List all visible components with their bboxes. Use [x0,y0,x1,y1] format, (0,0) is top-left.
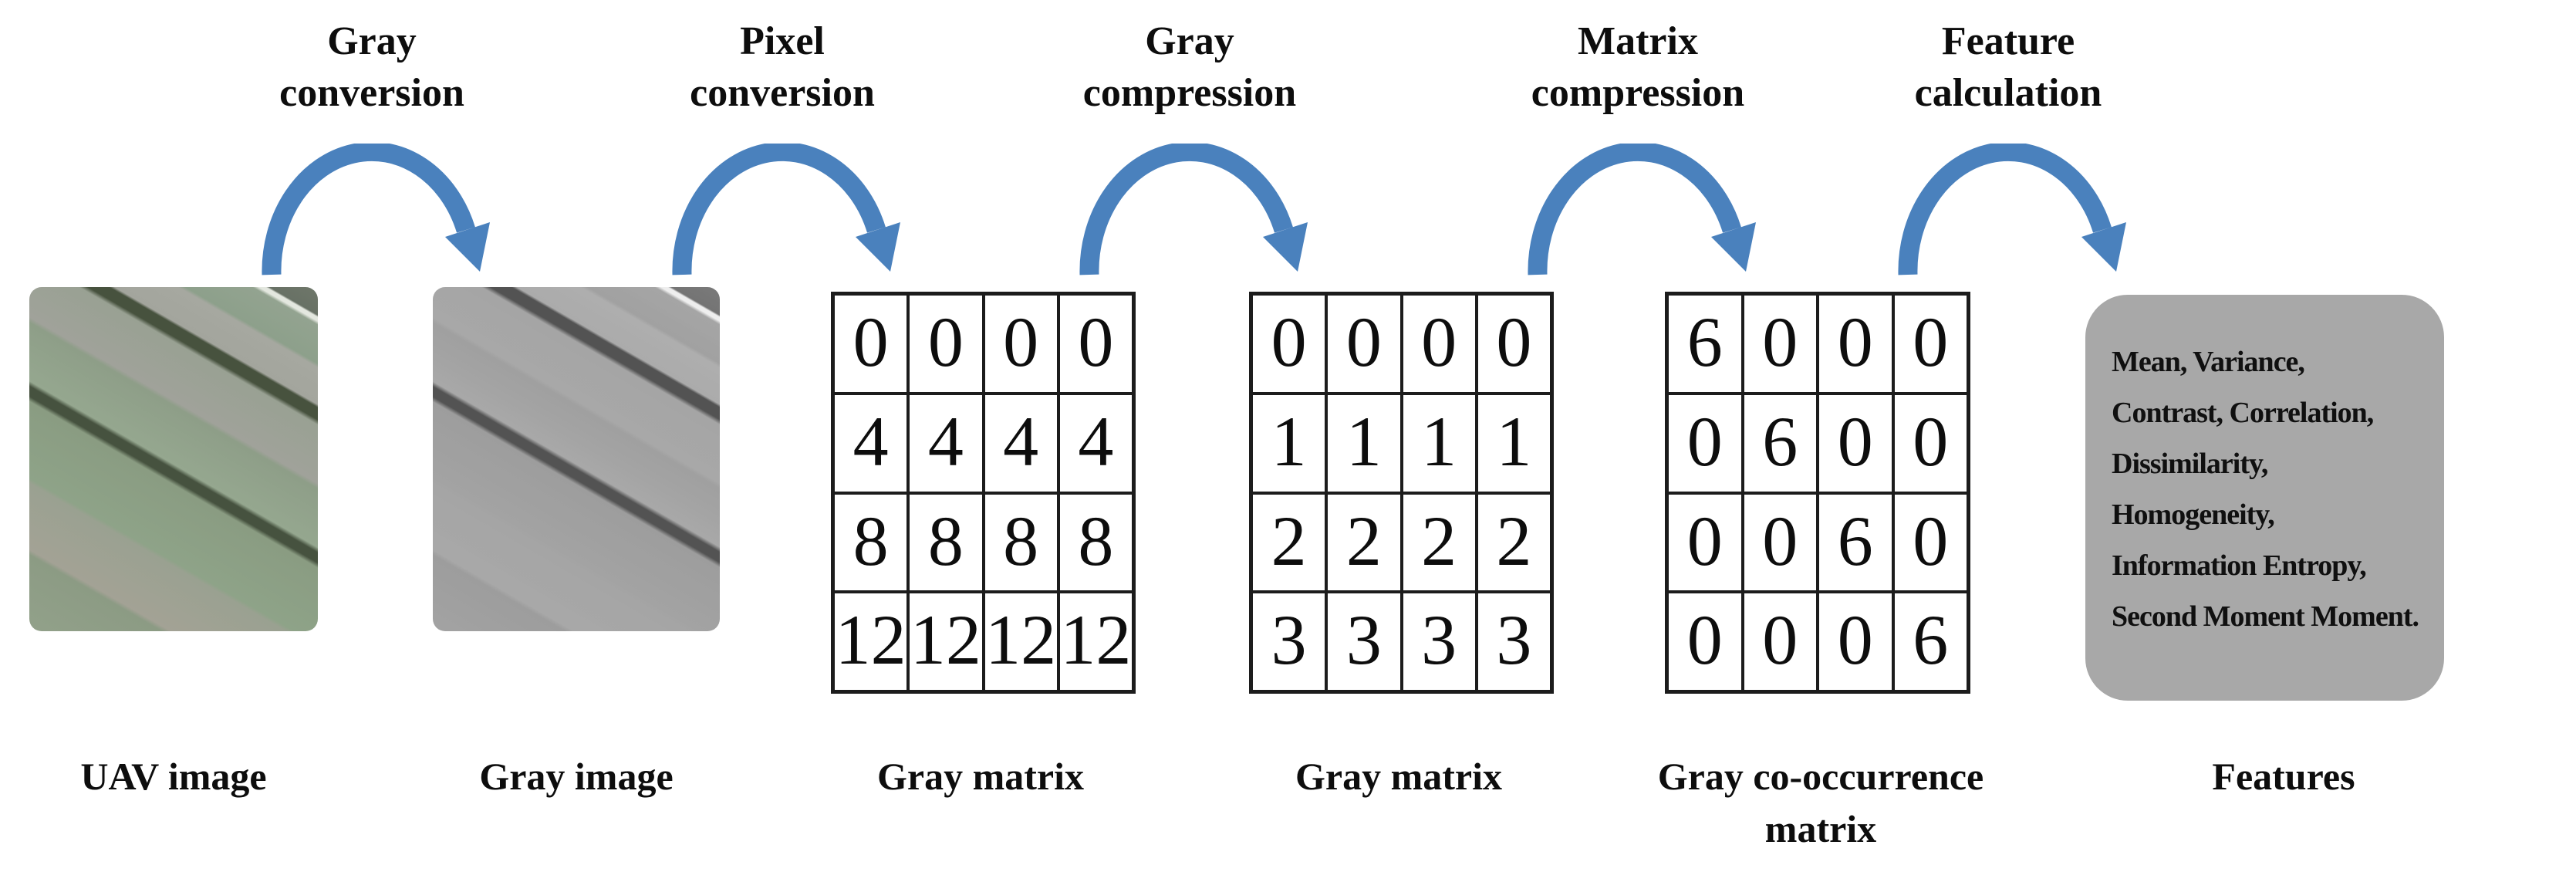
caption-uav-image: UAV image [80,755,267,798]
feature-line: Second Moment Moment. [2112,600,2419,633]
matrix-cell: 0 [1667,393,1743,493]
feature-line: Information Entropy, [2112,549,2367,582]
caption-gray-image: Gray image [479,755,674,798]
curved-arrow-icon [262,144,490,275]
matrix-cell: 6 [1742,393,1818,493]
matrix-cell: 0 [1667,492,1743,593]
matrix-cell: 8 [983,492,1058,593]
gray-matrix-1: 0 0 0 0 4 4 4 4 8 8 8 8 12 12 12 12 [831,292,1136,694]
matrix-cell: 0 [1892,492,1968,593]
matrix-cell: 0 [1818,393,1893,493]
matrix-cell: 6 [1892,592,1968,691]
gray-cooccurrence-matrix: 6 0 0 0 0 6 0 0 0 0 6 0 0 0 0 6 [1665,292,1970,694]
matrix-cell: 12 [908,592,984,691]
feature-line: Dissimilarity, Homogeneity, [2112,448,2275,531]
matrix-cell: 8 [833,492,909,593]
matrix-cell: 0 [1742,294,1818,394]
matrix-cell: 0 [983,294,1058,394]
curved-arrow-icon [1528,144,1756,275]
matrix-cell: 4 [983,393,1058,493]
matrix-cell: 1 [1251,393,1327,493]
caption-cooccurrence-matrix: Gray co-occurrence matrix [1657,755,1984,850]
arrow-label-feature-calculation: Feature calculation [1914,19,2102,115]
matrix-cell: 0 [1251,294,1327,394]
matrix-cell: 0 [1892,294,1968,394]
matrix-cell: 3 [1476,592,1551,691]
matrix-cell: 0 [1476,294,1551,394]
matrix-cell: 6 [1667,294,1743,394]
matrix-cell: 1 [1326,393,1402,493]
matrix-cell: 0 [1667,592,1743,691]
curved-arrow-icon [1079,144,1308,275]
matrix-cell: 0 [1742,592,1818,691]
gray-aerial-photo [433,287,720,631]
matrix-cell: 0 [1818,294,1893,394]
matrix-cell: 2 [1476,492,1551,593]
feature-line: Contrast, Correlation, [2112,397,2374,429]
matrix-cell: 12 [983,592,1058,691]
matrix-cell: 3 [1326,592,1402,691]
features-box: Mean, Variance, Contrast, Correlation, D… [2085,295,2444,701]
arrow-label-gray-conversion: Gray conversion [279,19,464,115]
matrix-cell: 4 [1058,393,1133,493]
uav-aerial-photo [29,287,318,631]
caption-gray-matrix-1: Gray matrix [877,755,1084,798]
matrix-cell: 12 [1058,592,1133,691]
matrix-cell: 6 [1818,492,1893,593]
arrow-label-gray-compression: Gray compression [1082,19,1297,115]
matrix-cell: 3 [1401,592,1477,691]
matrix-cell: 2 [1401,492,1477,593]
matrix-cell: 0 [1818,592,1893,691]
matrix-cell: 12 [833,592,909,691]
gray-matrix-2: 0 0 0 0 1 1 1 1 2 2 2 2 3 3 3 3 [1249,292,1554,694]
matrix-cell: 0 [908,294,984,394]
matrix-cell: 8 [908,492,984,593]
matrix-cell: 0 [1326,294,1402,394]
matrix-cell: 0 [1892,393,1968,493]
matrix-cell: 4 [833,393,909,493]
matrix-cell: 2 [1326,492,1402,593]
curved-arrow-icon [672,144,900,275]
arrow-label-matrix-compression: Matrix compression [1531,19,1745,115]
matrix-cell: 8 [1058,492,1133,593]
arrow-label-pixel-conversion: Pixel conversion [690,19,875,115]
matrix-cell: 4 [908,393,984,493]
matrix-cell: 0 [1401,294,1477,394]
feature-line: Mean, Variance, [2112,346,2305,378]
matrix-cell: 0 [1742,492,1818,593]
matrix-cell: 0 [833,294,909,394]
curved-arrow-icon [1898,144,2126,275]
caption-features: Features [2212,755,2355,798]
matrix-cell: 2 [1251,492,1327,593]
matrix-cell: 1 [1401,393,1477,493]
matrix-cell: 0 [1058,294,1133,394]
caption-gray-matrix-2: Gray matrix [1295,755,1502,798]
matrix-cell: 3 [1251,592,1327,691]
matrix-cell: 1 [1476,393,1551,493]
features-list: Mean, Variance, Contrast, Correlation, D… [2085,295,2444,642]
